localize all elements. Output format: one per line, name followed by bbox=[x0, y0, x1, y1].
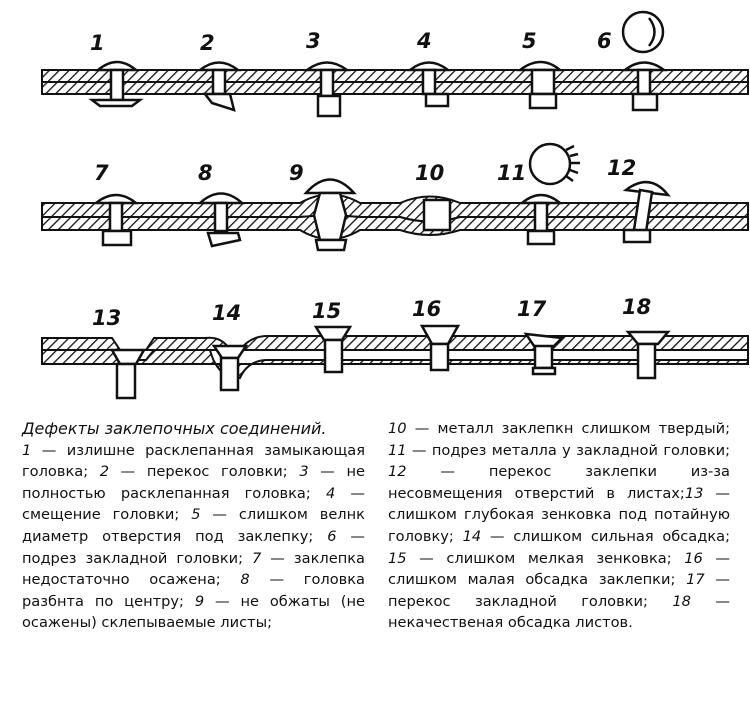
label-9: 9 bbox=[289, 161, 304, 185]
label-2: 2 bbox=[200, 31, 215, 55]
label-17: 17 bbox=[517, 297, 547, 321]
label-14: 14 bbox=[212, 301, 241, 325]
label-8: 8 bbox=[198, 161, 213, 185]
item-14-text: — слишком сильная обсадка; bbox=[481, 527, 730, 545]
row-1-labels: 1 2 3 4 5 6 bbox=[90, 29, 612, 55]
item-18-text: — некачественая обсадка листов. bbox=[388, 592, 730, 632]
item-1-num: 1 bbox=[22, 441, 32, 459]
item-6-text: — подрез закладной головки; bbox=[22, 527, 366, 567]
row-3-rivets bbox=[109, 324, 671, 400]
row-3-labels: 13 14 15 16 17 18 bbox=[92, 295, 651, 330]
item-6-num: 6 bbox=[327, 527, 337, 545]
label-12: 12 bbox=[607, 156, 636, 180]
item-8-num: 8 bbox=[240, 571, 250, 589]
item-4-text: — смещение головки; bbox=[22, 484, 365, 524]
row-2-rivets bbox=[92, 142, 671, 252]
item-14-num: 14 bbox=[462, 527, 482, 545]
row-2-labels: 7 8 9 10 11 12 bbox=[94, 156, 636, 185]
item-17-text: — перекос закладной головки; bbox=[388, 571, 731, 610]
label-4: 4 bbox=[416, 29, 432, 53]
label-18: 18 bbox=[622, 295, 651, 319]
item-12-text: — перекос заклепки из-за несовмещения от… bbox=[388, 463, 730, 502]
item-17-num: 17 bbox=[686, 571, 705, 589]
label-10: 10 bbox=[415, 161, 444, 185]
item-10-text: — металл заклепкн слишком твердый; bbox=[406, 420, 730, 437]
label-16: 16 bbox=[412, 297, 441, 321]
rivet-defects-figure: 1 2 3 4 5 6 7 8 bbox=[41, 10, 749, 400]
item-7-num: 7 bbox=[252, 549, 262, 567]
caption-title: Дефекты заклепочных соединений. bbox=[22, 419, 327, 438]
label-7: 7 bbox=[94, 161, 109, 185]
item-15-num: 15 bbox=[388, 549, 407, 567]
item-11-num: 11 bbox=[388, 441, 407, 459]
item-9-num: 9 bbox=[194, 592, 205, 610]
label-13: 13 bbox=[92, 306, 121, 330]
label-6: 6 bbox=[597, 29, 612, 53]
item-4-num: 4 bbox=[325, 484, 336, 502]
item-13-num: 13 bbox=[684, 484, 704, 502]
item-9-text: — не обжаты (не осажены) склепываемые ли… bbox=[22, 592, 365, 632]
label-3: 3 bbox=[306, 29, 321, 53]
row-1-rivets bbox=[88, 10, 668, 118]
item-2-num: 2 bbox=[99, 463, 110, 481]
item-8-text: — головка разбнта по центру; bbox=[22, 571, 365, 610]
item-16-text: — слишком малая обсадка заклепки; bbox=[388, 549, 730, 589]
item-1-text: — излишне расклепанная замыкающая головк… bbox=[22, 441, 365, 481]
label-15: 15 bbox=[312, 299, 341, 323]
label-11: 11 bbox=[497, 161, 526, 185]
label-5: 5 bbox=[522, 29, 537, 53]
item-11-text: — подрез металла у закладной головки; bbox=[406, 441, 730, 459]
item-13-text: — слишком глубокая зенковка под потайную… bbox=[388, 484, 730, 545]
label-1: 1 bbox=[90, 31, 105, 55]
item-12-num: 12 bbox=[388, 463, 407, 481]
item-15-text: — слишком мелкая зенковка; bbox=[406, 549, 685, 567]
caption-right-column: 10 — металл заклепкн слишком твердый; 11… bbox=[388, 418, 730, 634]
item-7-text: — заклепка недостаточно осажена; bbox=[22, 549, 365, 589]
item-3-num: 3 bbox=[299, 463, 309, 481]
item-10-num: 10 bbox=[388, 420, 407, 437]
item-2-text: — перекос головки; bbox=[109, 463, 300, 481]
item-18-num: 18 bbox=[672, 592, 691, 610]
item-5-num: 5 bbox=[191, 506, 201, 524]
item-3-text: — не полностью расклепанная головка; bbox=[22, 463, 365, 502]
item-5-text: — слишком велнк диаметр отверстия под за… bbox=[22, 506, 365, 545]
caption-left-column: Дефекты заклепочных соединений. 1 — изли… bbox=[22, 418, 365, 634]
item-16-num: 16 bbox=[684, 549, 703, 567]
